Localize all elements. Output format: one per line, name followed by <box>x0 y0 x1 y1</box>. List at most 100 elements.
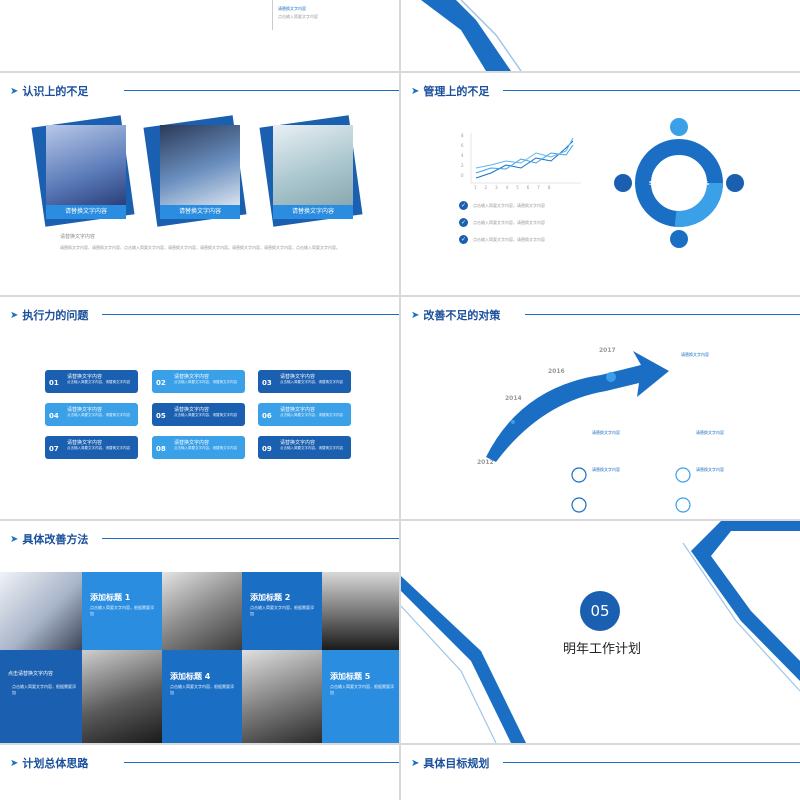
card-photo-1 <box>46 125 126 205</box>
icon-caption-4: 请替换文字内容 <box>696 467 724 472</box>
title-rule <box>503 90 800 91</box>
caption: 请替换文字内容 <box>278 6 306 11</box>
body-text: 请替换文字内容，请替换文字内容，点击输入简要文字内容，请替换文字内容，请替换文字… <box>60 245 340 250</box>
card-caption-3: 请替换文字内容 <box>273 205 353 219</box>
slide-recognition[interactable]: ➤认识上的不足 请替换文字内容 请替换文字内容 请替换文字内容 请替换文字内容 … <box>0 73 399 295</box>
card-caption-2: 请替换文字内容 <box>160 205 240 219</box>
tile-title-1: 添加标题 1 <box>90 593 131 602</box>
card-photo-2 <box>160 125 240 205</box>
ring-label-top: 70% <box>672 157 684 163</box>
chevron-icon: ➤ <box>10 85 19 97</box>
card-caption-1: 请替换文字内容 <box>46 205 126 219</box>
drop-icon <box>670 118 688 136</box>
photo-meeting <box>0 572 82 650</box>
tile-text-1: 点击输入简要文字内容，根据需要添加 <box>90 605 154 616</box>
title-rule <box>102 538 399 539</box>
tile-title-4: 添加标题 4 <box>170 672 211 681</box>
icon-caption-3: 请替换文字内容 <box>592 467 620 472</box>
left-text: 点击输入简要文字内容，根据需要添加 <box>12 684 76 695</box>
chevron-icon: ➤ <box>10 757 19 769</box>
slide-section-05[interactable]: 05 明年工作计划 <box>401 521 800 743</box>
section-number-badge: 05 <box>580 591 620 631</box>
slide-targets[interactable]: ➤具体目标规划 <box>401 745 800 800</box>
decor-chevron <box>421 0 522 71</box>
photo-thinking-man <box>82 650 162 743</box>
icon-caption-2: 请替换文字内容 <box>696 430 724 435</box>
title-rule <box>124 90 399 91</box>
tank-icon <box>726 174 744 192</box>
tile-blue-2[interactable] <box>242 572 322 650</box>
line-chart <box>470 118 744 248</box>
year-2016: 2016 <box>548 368 565 375</box>
slide-countermeasures[interactable]: ➤改善不足的对策 2012 2014 2016 2017 请替换文字内容 请替换… <box>401 297 800 519</box>
chevron-icon: ➤ <box>411 85 420 97</box>
tile-title-2: 添加标题 2 <box>250 593 291 602</box>
slide-title: ➤计划总体思路 <box>10 757 89 770</box>
year-2014: 2014 <box>505 395 522 402</box>
section-title: 明年工作计划 <box>562 642 641 657</box>
slide-top-left[interactable]: 请替换文字内容 点击输入简要文字内容 <box>0 0 399 71</box>
arrow-caption: 请替换文字内容 <box>681 352 709 357</box>
slide-title: ➤管理上的不足 <box>411 85 490 98</box>
slide-title: ➤具体目标规划 <box>411 757 490 770</box>
photo-stressed-man <box>242 650 322 743</box>
tile-blue-5[interactable] <box>322 650 399 743</box>
icon-caption-1: 请替换文字内容 <box>592 430 620 435</box>
caption-text: 点击输入简要文字内容 <box>278 14 318 19</box>
fuel-icon <box>670 230 688 248</box>
ring-label-left: 50% <box>649 181 661 187</box>
growth-arrow <box>486 351 691 513</box>
check-icon: ✓ <box>459 235 468 244</box>
left-text-title: 点击请替换文字内容 <box>8 671 54 677</box>
chevron-icon: ➤ <box>411 757 420 769</box>
slide-title: ➤执行力的问题 <box>10 309 89 322</box>
tile-text-4: 点击输入简要文字内容，根据需要添加 <box>170 684 234 695</box>
barrel-icon <box>614 174 632 192</box>
title-rule <box>102 314 399 315</box>
card-photo-3 <box>273 125 353 205</box>
tile-blue-1[interactable] <box>82 572 162 650</box>
chevron-icon: ➤ <box>411 309 420 321</box>
tile-text-2: 点击输入简要文字内容，根据需要添加 <box>250 605 314 616</box>
title-rule <box>124 762 399 763</box>
photo-documents <box>162 572 242 650</box>
slide-plan[interactable]: ➤计划总体思路 <box>0 745 399 800</box>
photo-ferris-wheel <box>322 572 399 650</box>
slide-methods[interactable]: ➤具体改善方法 添加标题 1 点击输入简要文字内容，根据需要添加 添加标题 2 … <box>0 521 399 743</box>
ring-label-right: 30% <box>697 181 709 187</box>
check-icon: ✓ <box>459 201 468 210</box>
slide-title: ➤改善不足的对策 <box>411 309 501 322</box>
tile-blue-left[interactable] <box>0 650 82 743</box>
decor-chevrons <box>401 521 800 743</box>
chevron-icon: ➤ <box>10 533 19 545</box>
check-icon: ✓ <box>459 218 468 227</box>
title-rule <box>525 314 800 315</box>
subheading: 请替换文字内容 <box>60 234 96 240</box>
title-rule <box>503 762 800 763</box>
chevron-icon: ➤ <box>10 309 19 321</box>
tile-title-5: 添加标题 5 <box>330 672 371 681</box>
tile-text-5: 点击输入简要文字内容，根据需要添加 <box>330 684 394 695</box>
slide-title: ➤认识上的不足 <box>10 85 89 98</box>
year-2017: 2017 <box>599 347 616 354</box>
tile-blue-4[interactable] <box>162 650 242 743</box>
year-2012: 2012 <box>477 459 494 466</box>
check-list: ✓点击输入简要文字内容，请替换文字内容 ✓点击输入简要文字内容，请替换文字内容 … <box>459 201 545 244</box>
slide-title: ➤具体改善方法 <box>10 533 89 546</box>
slide-top-right[interactable] <box>401 0 800 71</box>
ring-label-bottom: 40% <box>672 205 684 211</box>
